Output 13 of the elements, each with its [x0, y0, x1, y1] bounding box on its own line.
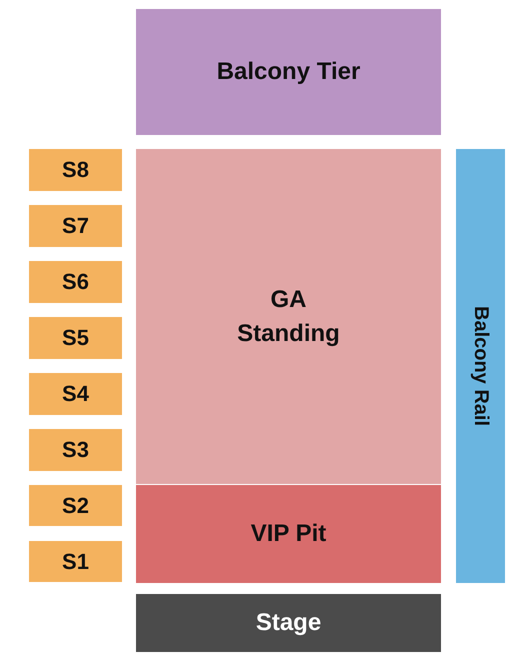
- seating-section: S3: [29, 429, 122, 471]
- seating-section: S4: [29, 373, 122, 415]
- stage-block: Stage: [136, 594, 441, 652]
- seating-section: S1: [29, 541, 122, 582]
- seating-section: Balcony Rail: [456, 149, 505, 583]
- seating-section: VIP Pit: [136, 485, 441, 583]
- seating-section: S2: [29, 485, 122, 526]
- seating-section: S8: [29, 149, 122, 191]
- seating-section: S7: [29, 205, 122, 247]
- seating-section: S5: [29, 317, 122, 359]
- standing-area: GA Standing: [136, 149, 441, 484]
- seating-section: Balcony Tier: [136, 9, 441, 135]
- seating-section: S6: [29, 261, 122, 303]
